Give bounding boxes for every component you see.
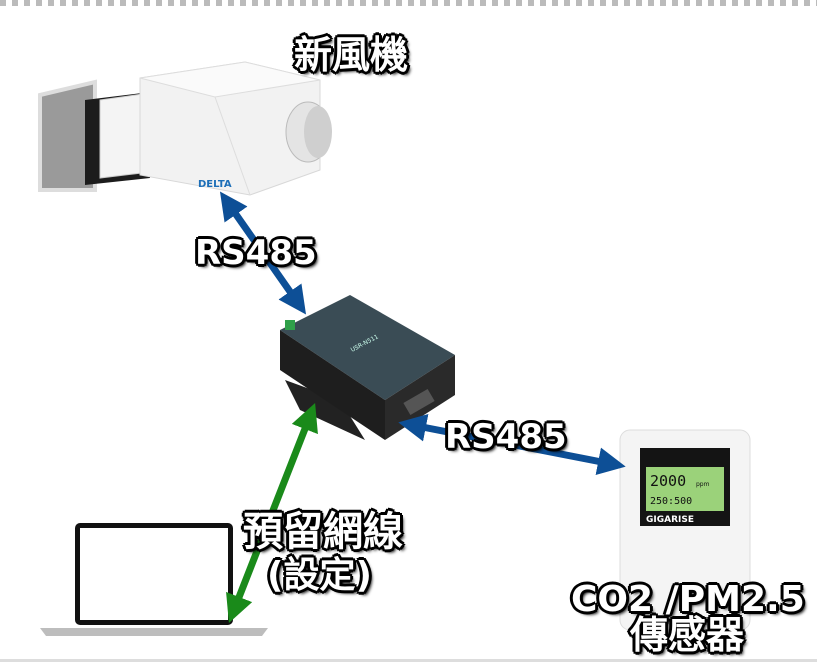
sensor-image: 2000 ppm 250:500 GIGARISE: [619, 429, 751, 631]
gateway-image: USR-N511: [280, 295, 455, 440]
rs485-right-arrow: [398, 413, 626, 476]
network-cable-arrow: [226, 402, 318, 624]
setup-label: (設定): [267, 555, 372, 596]
fresh-air-unit-label: 新風機: [294, 33, 409, 77]
top-border: [0, 0, 817, 6]
svg-text:GIGARISE: GIGARISE: [646, 515, 694, 525]
svg-text:DELTA: DELTA: [198, 179, 232, 190]
sensor-label: CO2 /PM2.5: [571, 579, 805, 620]
rs485-right-label: RS485: [445, 417, 567, 457]
fresh-air-unit-image: DELTA: [38, 61, 332, 196]
svg-text:250:500: 250:500: [650, 496, 692, 507]
svg-text:ppm: ppm: [696, 481, 710, 488]
rs485-top-label: RS485: [195, 233, 317, 273]
rs485-top-arrow: [219, 191, 307, 315]
reserved-cable-label: 預留網線: [243, 509, 403, 555]
svg-text:2000: 2000: [650, 472, 686, 490]
laptop-image: [40, 523, 268, 636]
sensor-label-2: 傳感器: [630, 613, 745, 657]
bottom-border: [0, 659, 817, 662]
